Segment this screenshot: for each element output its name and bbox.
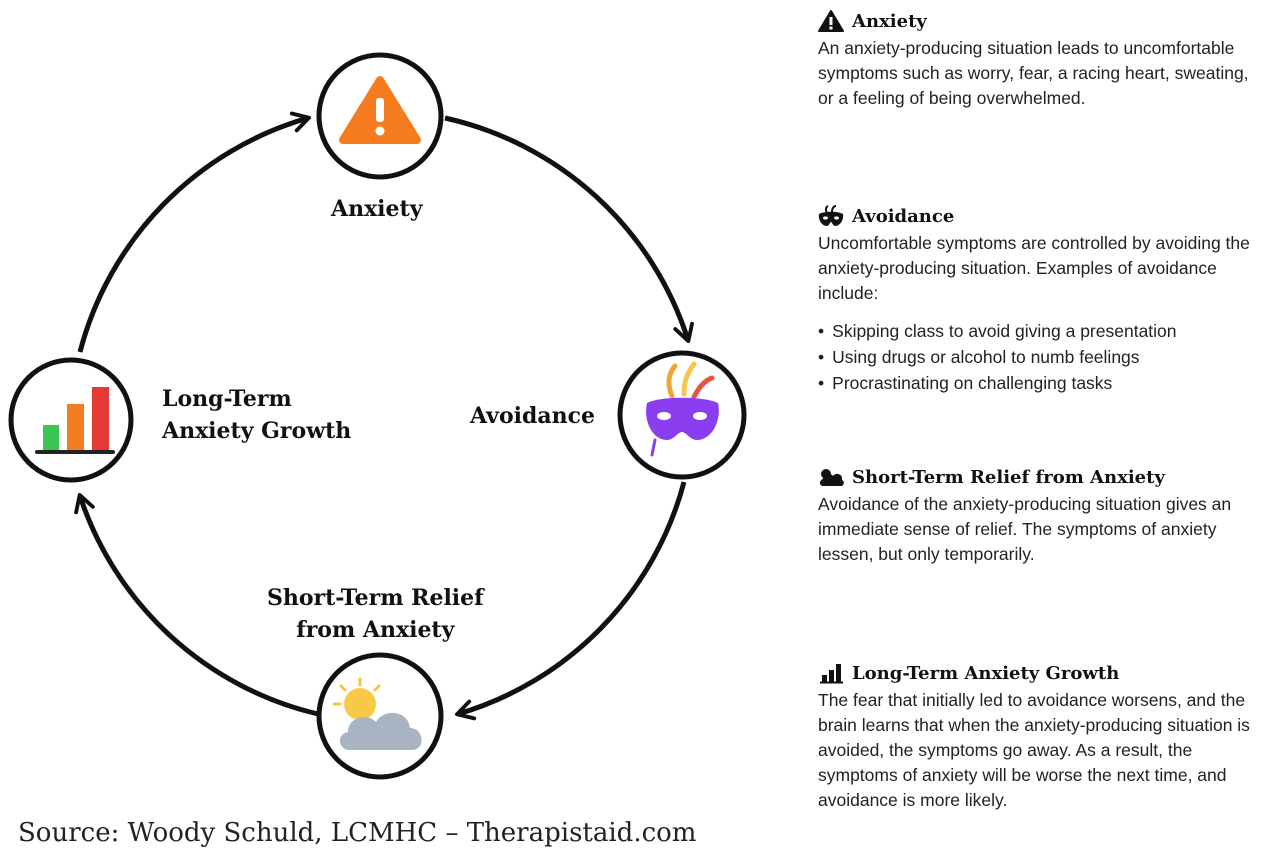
bar-chart-icon [820, 664, 843, 684]
panel-title: Long-Term Anxiety Growth [852, 662, 1120, 684]
panel-text: Avoidance of the anxiety-producing situa… [818, 494, 1232, 564]
panel-heading: Avoidance [818, 205, 1258, 227]
arrow-relief-to-growth [74, 493, 319, 717]
panel-relief: Short-Term Relief from Anxiety Avoidance… [818, 466, 1258, 567]
warning-icon [339, 76, 421, 144]
panel-heading: Long-Term Anxiety Growth [818, 662, 1258, 684]
mask-icon [646, 361, 719, 457]
list-item: Procrastinating on challenging tasks [818, 370, 1258, 396]
panel-heading: Short-Term Relief from Anxiety [818, 466, 1258, 488]
panel-growth: Long-Term Anxiety Growth The fear that i… [818, 662, 1258, 813]
source-credit: Source: Woody Schuld, LCMHC – Therapista… [18, 818, 697, 848]
panel-heading: Anxiety [818, 10, 1258, 32]
avoidance-examples-list: Skipping class to avoid giving a present… [818, 318, 1258, 396]
node-label-avoidance: Avoidance [470, 403, 596, 429]
panel-anxiety: Anxiety An anxiety-producing situation l… [818, 10, 1258, 111]
bar-chart-icon [35, 387, 115, 454]
arrow-avoidance-to-relief [455, 481, 687, 721]
panel-title: Short-Term Relief from Anxiety [852, 466, 1165, 488]
cloud-icon [820, 469, 844, 486]
node-growth [8, 357, 134, 483]
node-label-relief: Short-Term Relief from Anxiety [267, 585, 484, 643]
panel-text: Uncomfortable symptoms are controlled by… [818, 233, 1250, 303]
panel-title: Avoidance [852, 205, 955, 227]
panel-text: The fear that initially led to avoidance… [818, 690, 1250, 810]
arrow-growth-to-anxiety [77, 111, 311, 353]
panel-title: Anxiety [852, 10, 927, 32]
cycle-diagram [8, 52, 747, 780]
sun-cloud-icon [332, 677, 422, 750]
node-label-anxiety: Anxiety [331, 196, 423, 222]
panel-avoidance: Avoidance Uncomfortable symptoms are con… [818, 205, 1258, 396]
warning-icon [818, 10, 844, 32]
node-relief [316, 652, 444, 780]
arrow-anxiety-to-avoidance [444, 115, 694, 343]
list-item: Skipping class to avoid giving a present… [818, 318, 1258, 344]
node-avoidance [617, 350, 747, 480]
panel-text: An anxiety-producing situation leads to … [818, 38, 1249, 108]
list-item: Using drugs or alcohol to numb feelings [818, 344, 1258, 370]
node-label-growth: Long-Term Anxiety Growth [162, 386, 352, 444]
mask-icon [818, 205, 844, 226]
node-anxiety [316, 52, 444, 180]
